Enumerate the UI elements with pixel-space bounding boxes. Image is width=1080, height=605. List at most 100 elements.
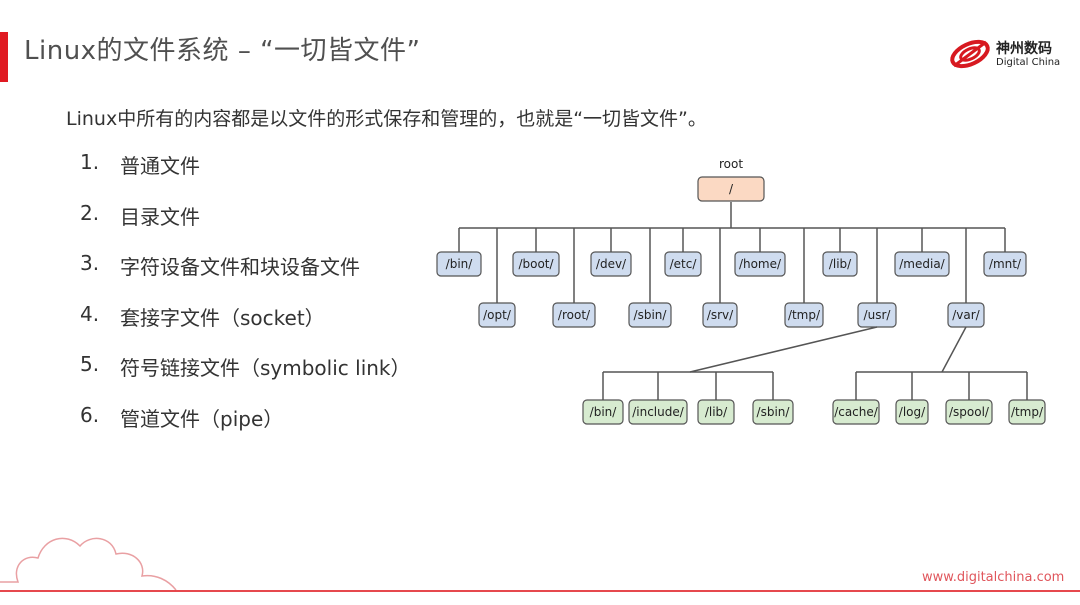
list-item: 6. 管道文件（pipe） (80, 403, 411, 454)
root-label: root (719, 157, 743, 171)
node-box (436, 251, 482, 277)
var-child-node: /tmp/ (1008, 399, 1046, 425)
dir-node: /dev/ (590, 251, 632, 277)
list-text: 套接字文件（socket） (120, 305, 325, 330)
list-number: 3. (80, 251, 100, 275)
slide-title: Linux的文件系统 – “一切皆文件” (24, 36, 421, 66)
node-box (664, 251, 702, 277)
var-link (941, 326, 967, 373)
node-label: /log/ (899, 405, 926, 419)
node-label: /home/ (739, 257, 782, 271)
list-number: 4. (80, 301, 100, 326)
node-box (697, 399, 735, 425)
list-item: 5. 符号链接文件（symbolic link） (80, 352, 411, 403)
dir-node: /lib/ (822, 251, 858, 277)
node-label: /bin/ (446, 257, 474, 271)
node-box (822, 251, 858, 277)
cloud-decoration (0, 537, 177, 591)
usr-child-node: /sbin/ (752, 399, 794, 425)
node-label: /root/ (558, 308, 591, 322)
usr-child-node: /lib/ (697, 399, 735, 425)
dir-node: /root/ (552, 302, 596, 328)
dir-node: /bin/ (436, 251, 482, 277)
logo-text-en: Digital China (996, 57, 1061, 68)
list-text: 目录文件 (120, 204, 200, 229)
website-url: www.digitalchina.com (922, 570, 1065, 585)
list-item: 1. 普通文件 (80, 150, 411, 201)
node-box (552, 302, 596, 328)
title-accent-bar (0, 32, 8, 82)
list-item: 2. 目录文件 (80, 201, 411, 252)
file-type-list: 1. 普通文件 2. 目录文件 3. 字符设备文件和块设备文件 4. 套接字文件（soc… (80, 150, 411, 453)
node-box (582, 399, 624, 425)
dir-node: /var/ (947, 302, 985, 328)
node-box (702, 302, 738, 328)
node-box (478, 302, 516, 328)
list-item: 3. 字符设备文件和块设备文件 (80, 251, 411, 302)
usr-child-node: /include/ (628, 399, 688, 425)
node-label: /etc/ (670, 257, 698, 271)
intro-text: Linux中所有的内容都是以文件的形式保存和管理的，也就是“一切皆文件”。 (66, 108, 707, 130)
list-text: 符号链接文件（symbolic link） (120, 356, 411, 380)
var-child-node: /log/ (895, 399, 929, 425)
node-box (894, 251, 950, 277)
list-text: 字符设备文件和块设备文件 (120, 255, 360, 279)
node-box (590, 251, 632, 277)
node-box (983, 251, 1027, 277)
node-label: /boot/ (518, 257, 554, 271)
node-box (945, 399, 993, 425)
list-number: 5. (80, 352, 100, 376)
dir-node: /srv/ (702, 302, 738, 328)
node-box (628, 399, 688, 425)
node-label: / (729, 182, 734, 196)
dir-node: /boot/ (512, 251, 560, 277)
var-child-node: /cache/ (832, 399, 880, 425)
node-label: /include/ (632, 405, 685, 419)
node-box (832, 399, 880, 425)
list-number: 1. (80, 150, 100, 174)
footer-line (0, 590, 1080, 592)
node-label: /lib/ (829, 257, 852, 271)
node-box (734, 251, 786, 277)
list-number: 2. (80, 200, 100, 225)
node-label: /dev/ (596, 257, 627, 271)
list-number: 6. (80, 402, 100, 427)
node-box (628, 302, 672, 328)
node-label: /tmp/ (1011, 405, 1044, 419)
node-label: /lib/ (705, 405, 728, 419)
node-label: /srv/ (707, 308, 734, 322)
dir-node: /sbin/ (628, 302, 672, 328)
node-box (697, 176, 765, 202)
logo-swirl-icon (950, 39, 990, 69)
node-label: /media/ (899, 257, 945, 271)
node-box (752, 399, 794, 425)
usr-child-node: /bin/ (582, 399, 624, 425)
var-child-node: /spool/ (945, 399, 993, 425)
list-text: 管道文件（pipe） (120, 406, 284, 431)
node-label: /sbin/ (634, 308, 668, 322)
node-box (784, 302, 824, 328)
logo-text-cn: 神州数码 (996, 41, 1052, 57)
node-label: /mnt/ (989, 257, 1022, 271)
node-label: /opt/ (483, 308, 512, 322)
list-text: 普通文件 (120, 154, 200, 178)
dir-node: /etc/ (664, 251, 702, 277)
dir-node: /opt/ (478, 302, 516, 328)
node-label: /usr/ (864, 308, 892, 322)
node-label: /spool/ (949, 405, 990, 419)
node-box (1008, 399, 1046, 425)
root-node: / (697, 176, 765, 202)
dir-node: /usr/ (857, 302, 897, 328)
node-box (895, 399, 929, 425)
dir-node: /tmp/ (784, 302, 824, 328)
node-label: /cache/ (834, 405, 879, 419)
list-item: 4. 套接字文件（socket） (80, 302, 411, 353)
node-label: /var/ (952, 308, 980, 322)
digital-china-logo: 神州数码 Digital China (948, 36, 1068, 76)
node-label: /tmp/ (788, 308, 821, 322)
dir-node: /mnt/ (983, 251, 1027, 277)
dir-node: /media/ (894, 251, 950, 277)
usr-link (689, 326, 878, 373)
node-label: /bin/ (590, 405, 618, 419)
